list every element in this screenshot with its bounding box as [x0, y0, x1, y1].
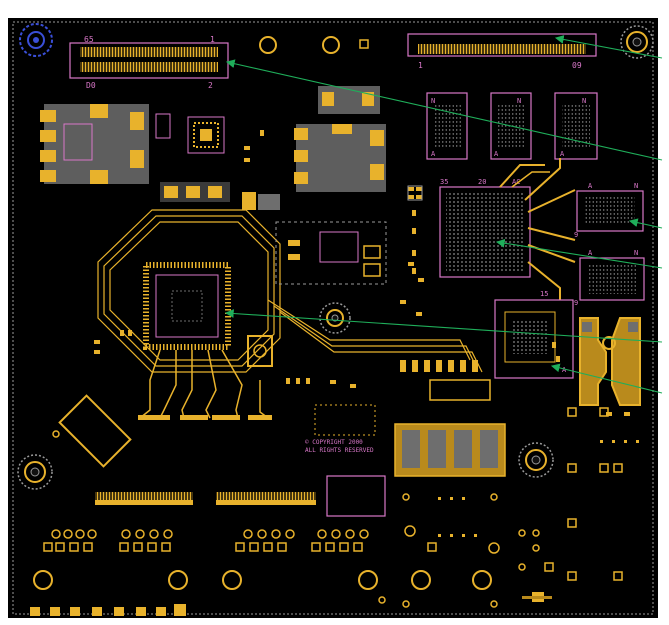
chip-label: N: [431, 97, 435, 105]
qfp-processor: [97, 209, 483, 373]
memory-chip-3: N A: [554, 92, 598, 160]
main-bga: 35 20 AC: [439, 158, 576, 300]
ic-footprint: [326, 475, 386, 517]
header-strip-left: [95, 492, 193, 505]
qfp-bottom-pads: [138, 415, 272, 420]
mounting-hole-left: [17, 454, 53, 490]
memory-chip-1: N A: [426, 92, 468, 160]
bottom-right-pads: [378, 407, 623, 608]
regulator-cluster-left: [40, 104, 171, 184]
scattered-passives: [94, 130, 630, 416]
connector-label-2: 2: [208, 81, 213, 90]
chip-label: A: [494, 150, 499, 158]
bga-side-pads: [408, 187, 422, 274]
silk-square-marker: [407, 185, 423, 201]
copyright-silkscreen: © COPYRIGHT 2000 ALL RIGHTS RESERVED: [305, 404, 376, 454]
chip-label: A: [560, 150, 565, 158]
resistor-row: [400, 360, 491, 401]
bga-label: 20: [478, 178, 486, 186]
test-ring: [259, 36, 277, 54]
mounting-hole-top-right: [620, 25, 654, 59]
test-pad: [359, 39, 369, 49]
connector-label-1: 1: [418, 61, 423, 70]
callout-right-memory-chip: [628, 218, 663, 229]
callout-top-left-connector: [225, 59, 663, 161]
callout-top-right-connector: [554, 35, 663, 59]
connector-label-1: 1: [210, 35, 215, 44]
fiducial-blue: [19, 23, 53, 57]
bottom-pad-rows: [43, 529, 369, 552]
bottom-test-pads: [30, 604, 186, 616]
bga-label: AC: [512, 178, 520, 186]
connector-label-65: 65: [84, 35, 94, 44]
chip-label: N: [634, 249, 638, 257]
passive-cluster: [275, 221, 387, 285]
crystal-oscillator: [52, 394, 132, 468]
chip-label: N: [582, 97, 586, 105]
mounting-hole-right: [518, 442, 554, 478]
right-chip-upper: A N 9: [574, 182, 644, 239]
chip-label: 9: [574, 299, 578, 307]
test-ring: [322, 36, 340, 54]
small-bga: 15 A: [494, 290, 574, 379]
bga-label: A: [562, 366, 567, 374]
protection-diodes: [394, 423, 506, 477]
callout-main-bga: [495, 238, 663, 269]
chip-label: A: [588, 182, 593, 190]
header-strip-right: [216, 492, 316, 505]
bottom-large-holes: [33, 570, 492, 590]
connector-label-d0: D0: [86, 81, 96, 90]
small-marker-bottom: [522, 592, 552, 602]
chip-label: 9: [574, 231, 578, 239]
chip-label: A: [431, 150, 436, 158]
bga-label: 15: [540, 290, 548, 298]
mounting-hole-center: [319, 302, 351, 334]
regulator-cluster-center: [294, 86, 386, 192]
right-chip-lower: A N 9: [574, 249, 645, 307]
small-qfn: [187, 116, 225, 154]
callout-qfp-processor: [224, 309, 663, 343]
qfp-side-component: [247, 335, 273, 367]
callout-small-bga: [550, 363, 663, 394]
mid-component-strip: [160, 182, 280, 210]
copyright-line-1: © COPYRIGHT 2000: [305, 439, 363, 446]
callout-lines: [224, 35, 663, 394]
chip-label: A: [588, 249, 593, 257]
connector-label-09: 09: [572, 61, 582, 70]
bottom-dotted-pads: [438, 440, 639, 537]
board-outline: [12, 21, 654, 615]
chip-label: N: [634, 182, 638, 190]
copyright-line-2: ALL RIGHTS RESERVED: [305, 447, 374, 454]
bga-label: 35: [440, 178, 448, 186]
chip-label: N: [517, 97, 521, 105]
